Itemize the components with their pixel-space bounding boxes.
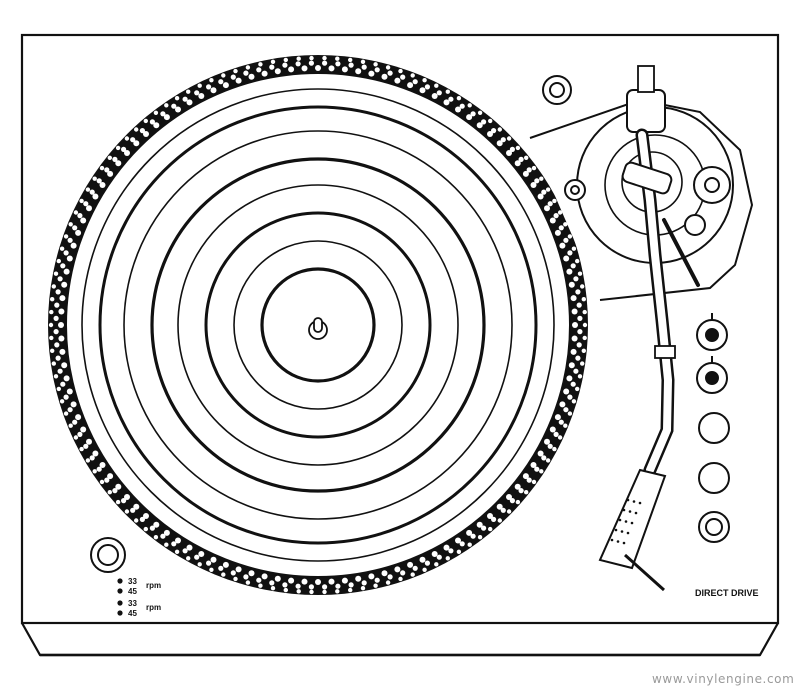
headshell-vents — [610, 498, 642, 545]
speed-knob[interactable] — [90, 537, 126, 573]
control-knobs — [696, 313, 730, 543]
speed-label-2: 45 — [128, 587, 137, 596]
lift-lever[interactable] — [662, 218, 700, 287]
speed-label-1: 33 — [128, 577, 137, 586]
speed-label-4: 45 — [128, 609, 137, 618]
finger-lift[interactable] — [623, 553, 666, 592]
speed-label-3: 33 — [128, 599, 137, 608]
headshell — [598, 468, 667, 570]
start-button[interactable] — [698, 462, 730, 494]
watermark: www.vinylengine.com — [652, 672, 794, 686]
counterweight[interactable] — [626, 89, 666, 133]
pitch-knob-33[interactable] — [696, 313, 728, 351]
stop-button[interactable] — [698, 511, 730, 543]
mat-rings — [81, 88, 555, 562]
speed-leds — [117, 578, 123, 616]
tube-collar — [654, 345, 676, 359]
speed-selector: 33 rpm 45 33 rpm 45 — [90, 537, 161, 618]
arm-clamp — [621, 161, 673, 195]
arm-rest-post — [684, 214, 706, 236]
spindle — [308, 317, 328, 340]
cue-button[interactable] — [698, 412, 730, 444]
tonearm[interactable] — [598, 65, 700, 592]
speed-unit-1: rpm — [146, 581, 161, 590]
pitch-knob-45[interactable] — [696, 356, 728, 394]
adapter-well — [542, 75, 572, 105]
brand-label: DIRECT DRIVE — [695, 588, 759, 598]
speed-unit-3: rpm — [146, 603, 161, 612]
platter-strobe-dots — [48, 55, 588, 595]
platter — [48, 55, 588, 595]
front-edge — [21, 622, 779, 657]
